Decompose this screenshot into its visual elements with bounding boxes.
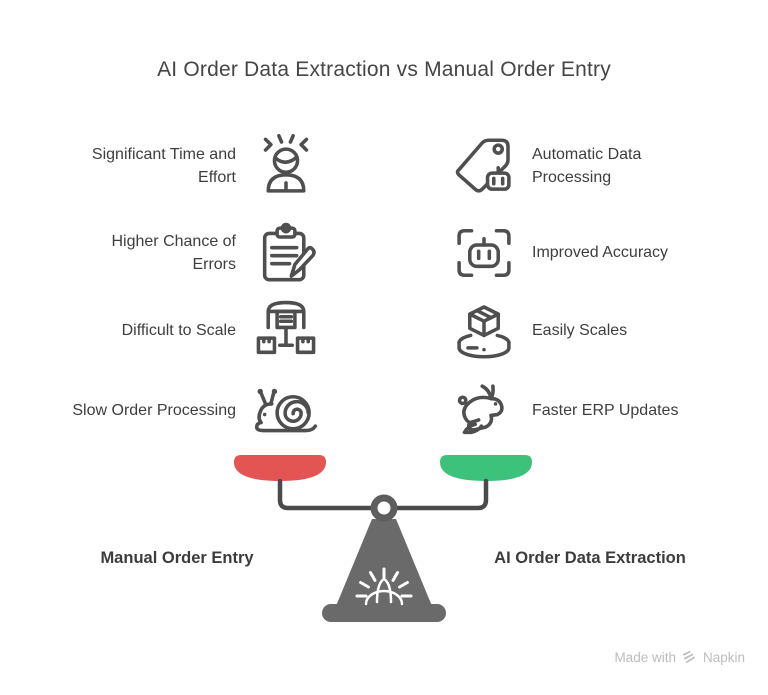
gauge-ticks-icon: [355, 567, 413, 598]
right-item-row-2: Improved Accuracy: [452, 218, 752, 288]
watermark-brand: Napkin: [702, 650, 745, 665]
left-item-label-1: Significant Time and Effort: [91, 145, 236, 186]
manual-side-label: Manual Order Entry: [100, 549, 254, 567]
left-item-label-4: Slow Order Processing: [72, 402, 236, 420]
left-item-label-2: Higher Chance of Errors: [111, 232, 236, 273]
watermark-text: Made with: [614, 650, 676, 665]
scale-pivot: [370, 494, 398, 522]
ai-side-pan: [440, 455, 532, 481]
left-item-row-2: Higher Chance of Errors: [0, 218, 318, 288]
box-platform-icon: [452, 301, 516, 361]
balance-scale: [234, 455, 532, 622]
stressed-person-icon: [254, 134, 318, 198]
right-item-row-4: Faster ERP Updates: [452, 380, 752, 442]
gauge-dome-icon: [364, 589, 404, 606]
right-item-label-3: Easily Scales: [532, 322, 628, 340]
left-item-label-3: Difficult to Scale: [121, 322, 236, 340]
right-item-label-4: Faster ERP Updates: [532, 402, 679, 420]
rabbit-icon: [452, 382, 516, 440]
left-item-row-3: Difficult to Scale: [0, 296, 318, 366]
right-item-label-1: Automatic Data Processing: [532, 145, 642, 186]
left-item-row-4: Slow Order Processing: [0, 380, 318, 442]
right-item-row-3: Easily Scales: [452, 296, 752, 366]
manual-side-pan: [234, 455, 326, 481]
scale-base: [322, 604, 446, 622]
left-item-row-1: Significant Time and Effort: [0, 128, 318, 204]
scale-stand: [336, 519, 432, 606]
ai-side-label: AI Order Data Extraction: [494, 549, 686, 567]
napkin-watermark[interactable]: Made with Napkin: [614, 650, 745, 665]
page-title: AI Order Data Extraction vs Manual Order…: [157, 58, 611, 81]
robot-scan-icon: [452, 223, 516, 283]
clipboard-errors-icon: [254, 221, 318, 285]
gauge-pointer-icon: [375, 578, 393, 604]
tag-robot-icon: [452, 134, 516, 198]
napkin-logo-icon: [683, 651, 695, 664]
right-item-row-1: Automatic Data Processing: [452, 128, 752, 204]
right-item-label-2: Improved Accuracy: [532, 244, 669, 262]
snail-icon: [254, 382, 318, 440]
warehouse-distribution-icon: [254, 299, 318, 363]
